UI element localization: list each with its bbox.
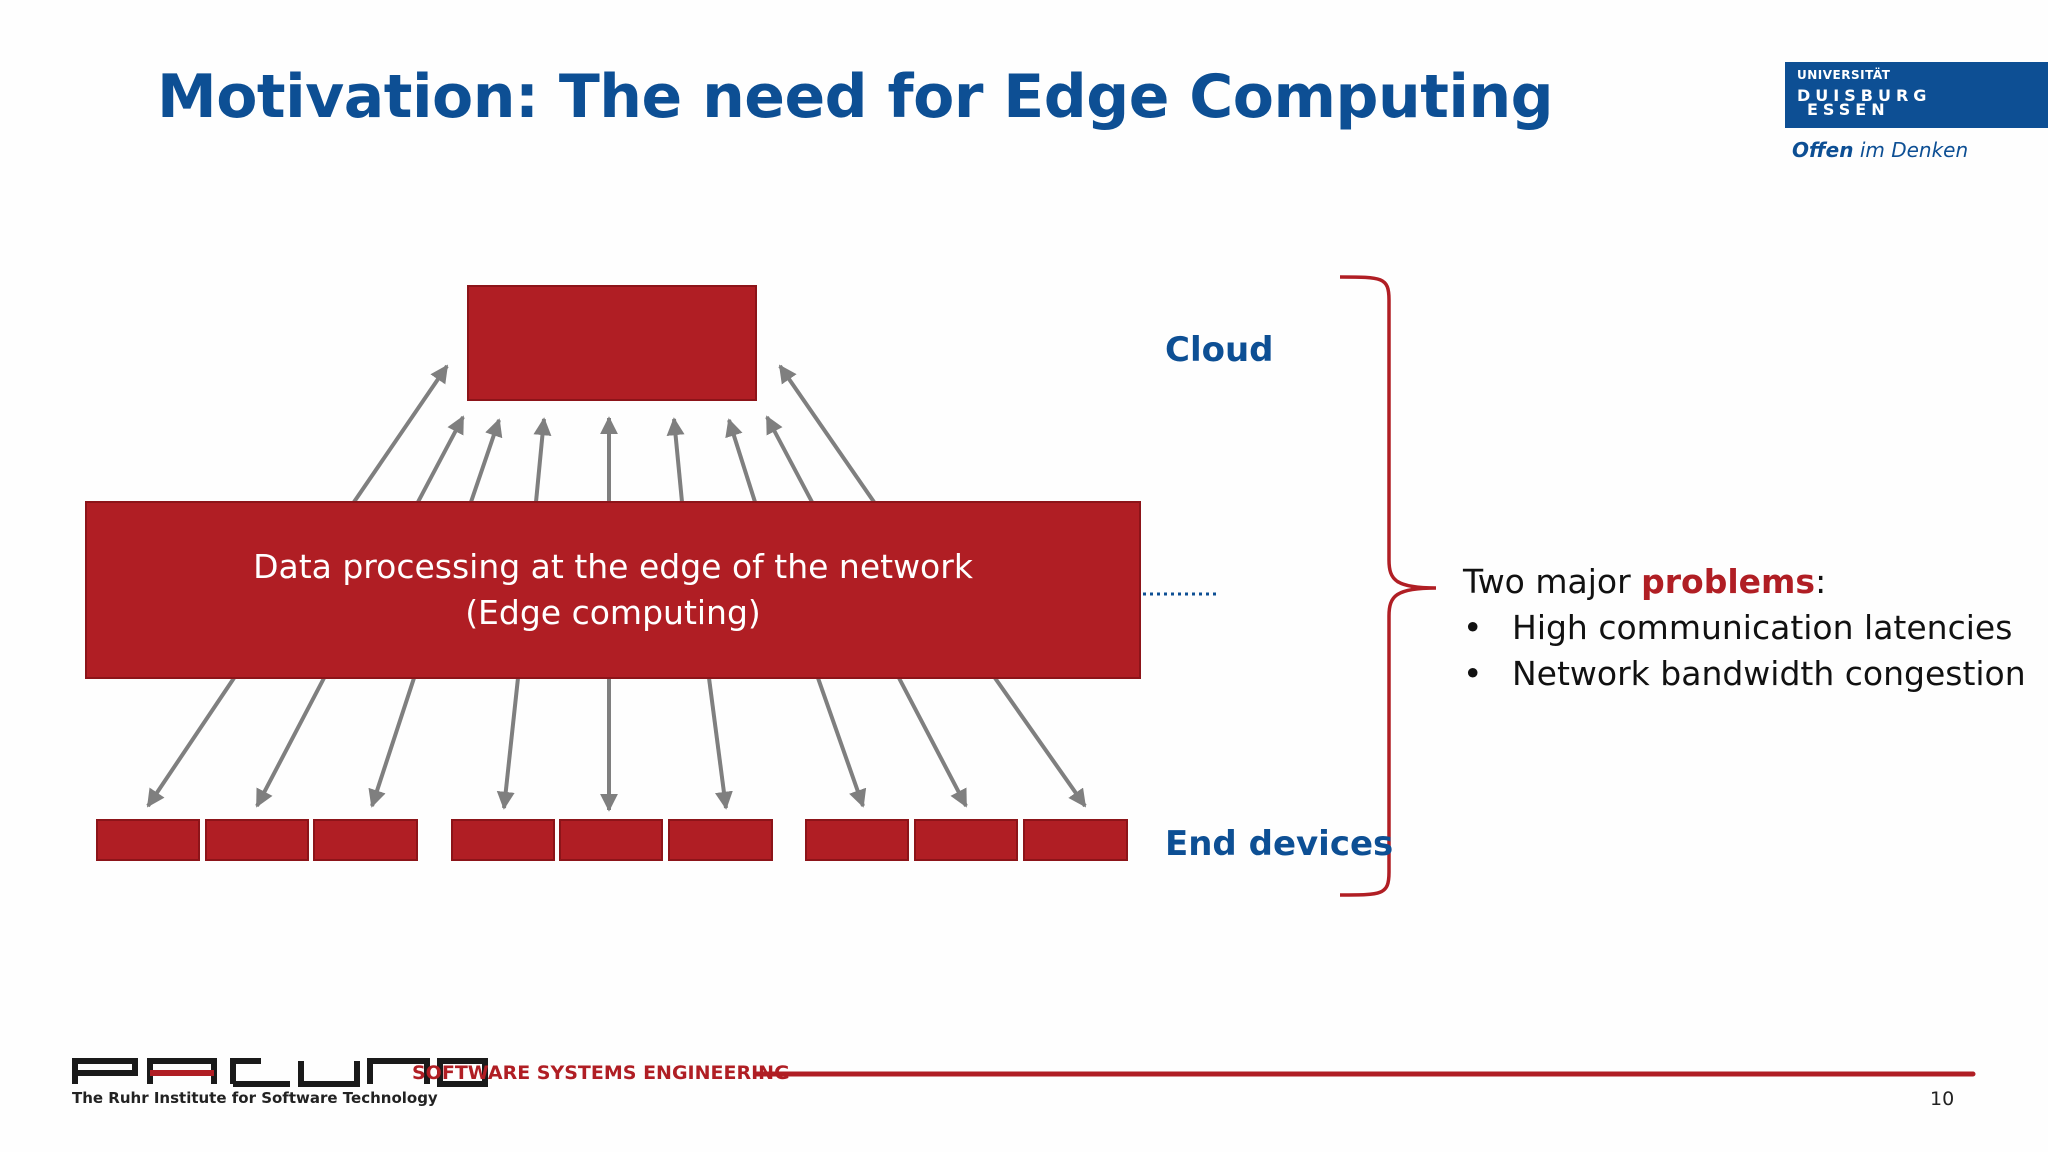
problem-text: Network bandwidth congestion	[1512, 654, 2026, 693]
end-device-box	[451, 819, 555, 861]
down-arrow	[368, 677, 416, 808]
bullet-icon: •	[1463, 654, 1483, 693]
end-device-box	[96, 819, 200, 861]
down-arrow	[146, 676, 236, 808]
page-number: 10	[1930, 1088, 1955, 1110]
edge-processing-text: Data processing at the edge of the netwo…	[86, 502, 1140, 678]
end-device-box	[205, 819, 309, 861]
edge-processing-box	[85, 501, 1141, 679]
paluno-letter-o	[437, 1058, 488, 1087]
paluno-subtitle: The Ruhr Institute for Software Technolo…	[72, 1089, 438, 1107]
university-motto: Offen im Denken	[1792, 138, 1968, 162]
down-arrow	[707, 677, 733, 810]
edge-text-line2: (Edge computing)	[465, 593, 761, 632]
end-device-box	[559, 819, 663, 861]
downward-arrows	[146, 676, 1087, 812]
down-arrow	[897, 677, 968, 808]
end-device-box	[805, 819, 909, 861]
problems-block: Two major problems: • High communication …	[1463, 559, 2026, 697]
end-device-box	[313, 819, 418, 861]
problems-list: • High communication latencies • Network b…	[1463, 605, 2026, 697]
list-item: • High communication latencies	[1463, 605, 2026, 651]
slide-title: Motivation: The need for Edge Computing	[157, 62, 1554, 132]
paluno-logo	[72, 1058, 488, 1087]
university-logo-small-text: UNIVERSITÄT	[1797, 68, 1891, 82]
cloud-label: Cloud	[1165, 330, 1274, 370]
end-device-box	[914, 819, 1018, 861]
problems-prefix: Two major	[1463, 562, 1642, 601]
end-devices-label: End devices	[1165, 824, 1394, 864]
up-arrow	[725, 418, 757, 503]
department-label: SOFTWARE SYSTEMS ENGINEERING	[412, 1062, 790, 1084]
list-item: • Network bandwidth congestion	[1463, 651, 2026, 697]
end-device-boxes	[96, 819, 1128, 861]
problems-heading: Two major problems:	[1463, 559, 2026, 605]
down-arrow	[816, 677, 867, 808]
up-arrow	[765, 415, 814, 503]
end-device-box	[668, 819, 773, 861]
problems-highlight: problems	[1641, 562, 1816, 601]
up-arrow	[778, 364, 876, 504]
down-arrow	[496, 677, 520, 810]
up-arrow	[666, 417, 685, 503]
down-arrow	[993, 676, 1087, 808]
paluno-letter-p	[72, 1058, 138, 1084]
down-arrow	[255, 677, 326, 808]
cloud-box	[467, 285, 757, 401]
problems-suffix: :	[1815, 562, 1827, 601]
problem-text: High communication latencies	[1512, 608, 2013, 647]
end-device-box	[1023, 819, 1128, 861]
paluno-letter-u	[298, 1061, 360, 1087]
up-arrow	[416, 415, 465, 503]
bullet-icon: •	[1463, 608, 1483, 647]
paluno-letter-n	[367, 1058, 430, 1084]
right-curly-bracket	[1339, 275, 1437, 897]
up-arrow	[352, 364, 449, 504]
up-arrow	[533, 417, 552, 503]
motto-bold: Offen	[1792, 138, 1854, 162]
motto-rest: im Denken	[1853, 138, 1969, 162]
university-logo-line2: ESSEN	[1807, 100, 1890, 119]
paluno-letter-l	[230, 1058, 261, 1084]
up-arrow	[469, 418, 503, 503]
university-logo-line1: DUISBURG	[1797, 86, 1932, 105]
university-logo: UNIVERSITÄT DUISBURG ESSEN	[1785, 62, 2048, 128]
upward-arrows	[352, 364, 876, 504]
edge-text-line1: Data processing at the edge of the netwo…	[253, 547, 973, 586]
